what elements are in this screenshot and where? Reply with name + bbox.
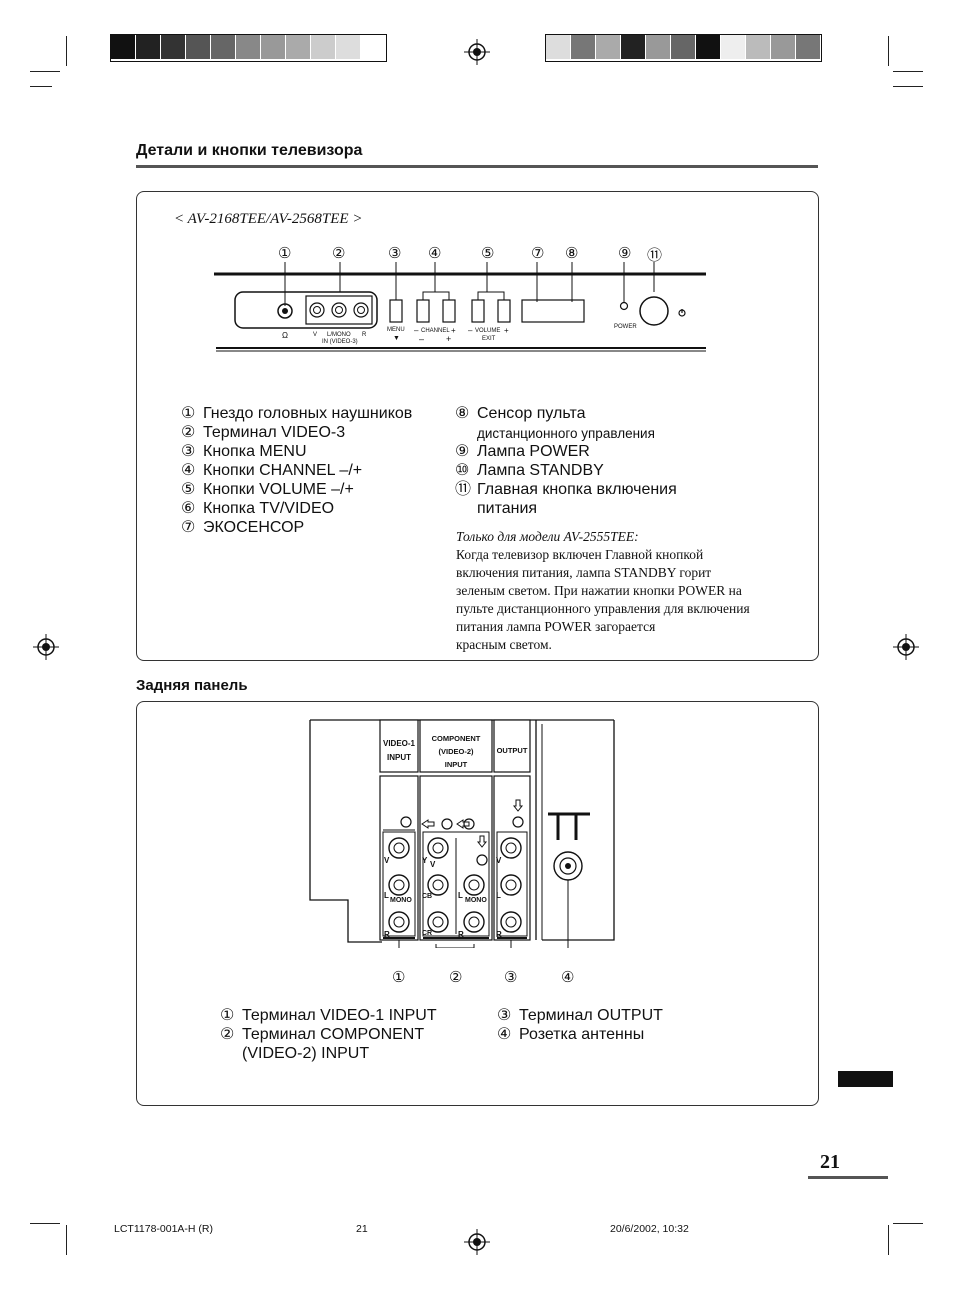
volume-label: VOLUME [475, 328, 501, 334]
video1-v-label: V [384, 856, 390, 865]
component-y-label: Y [422, 856, 428, 865]
output-r-label: R [496, 930, 502, 939]
page-number-underline [808, 1176, 888, 1179]
note-line: Когда телевизор включен Главной кнопкой [456, 547, 704, 562]
component-cr-label: CR [422, 930, 433, 937]
note-line: зеленым светом. При нажатии кнопки POWER… [456, 583, 742, 598]
rear-callout: ② [449, 969, 463, 986]
channel-plus-label-2: + [446, 334, 452, 344]
front-callout: ⑪ [647, 247, 663, 264]
headphone-label: Ω [282, 331, 288, 340]
channel-plus-label: + [451, 326, 456, 335]
component-mono-label: MONO [465, 897, 487, 904]
menu-down-label: ▼ [393, 335, 400, 342]
rear-panel-box [136, 701, 819, 1106]
video1-header-label: VIDEO-1 INPUT [382, 739, 415, 762]
model-label: < AV-2168TEE/AV-2568TEE > [174, 211, 363, 227]
channel-label: CHANNEL [421, 328, 450, 334]
front-callout: ⑧ [565, 245, 579, 262]
r-label: R [362, 332, 367, 338]
rear-panel-diagram [309, 719, 615, 948]
output-v-label: V [496, 856, 502, 865]
front-callout: ② [332, 245, 346, 262]
component-l-label: L [458, 891, 463, 900]
note-line: питания лампа POWER загорается [456, 619, 656, 634]
rear-callout: ④ [561, 969, 575, 986]
lmono-label: L/MONO [327, 332, 351, 338]
grayscale-bar-right [545, 34, 822, 62]
front-callout: ⑦ [531, 245, 545, 262]
note-line: красным светом. [456, 637, 552, 652]
list-item-continuation: дистанционного управления [477, 426, 655, 441]
component-cb-label: CB [422, 893, 433, 900]
registration-mark-left-icon [33, 634, 59, 660]
registration-mark-top-icon [464, 39, 490, 65]
front-callout: ⑨ [618, 245, 632, 262]
channel-minus-label: – [414, 326, 419, 335]
channel-minus-label-2: – [419, 334, 425, 344]
rear-callout: ① [392, 969, 406, 986]
grayscale-bar-left [110, 34, 387, 62]
footer-doc-code: LCT1178-001A-H (R) [114, 1223, 214, 1235]
component-r-label: R [458, 930, 464, 939]
page-number: 21 [820, 1151, 840, 1173]
power-label: POWER [614, 324, 637, 330]
video1-r-label: R [384, 930, 390, 939]
v-label: V [313, 332, 318, 338]
component-header-label: COMPONENT (VIDEO-2) INPUT [431, 734, 481, 769]
menu-label: MENU [387, 327, 405, 333]
in-video3-label: IN (VIDEO-3) [322, 339, 358, 345]
video1-l-label: L [384, 891, 389, 900]
list-item-continuation: (VIDEO-2) INPUT [242, 1045, 370, 1062]
volume-minus-label: – [468, 326, 473, 335]
exit-label: EXIT [482, 336, 496, 342]
video1-mono-label: MONO [390, 897, 412, 904]
output-l-label: L [496, 891, 501, 900]
front-callout: ④ [428, 245, 442, 262]
list-item-continuation: питания [477, 500, 538, 517]
rear-panel-title: Задняя панель [136, 677, 248, 694]
note-line: пульте дистанционного управления для вкл… [456, 601, 750, 616]
volume-plus-label: + [504, 326, 509, 335]
footer-page: 21 [356, 1223, 368, 1235]
side-tab-marker [838, 1071, 893, 1087]
front-callout: ⑤ [481, 245, 495, 262]
registration-mark-right-icon [893, 634, 919, 660]
rear-callout: ③ [504, 969, 518, 986]
model-note: Только для модели AV-2555TEE: Когда теле… [456, 528, 821, 654]
title-underline [136, 165, 818, 168]
front-panel-diagram [214, 262, 706, 352]
note-line: включения питания, лампа STANDBY горит [456, 565, 712, 580]
component-v-label: V [430, 860, 436, 869]
output-header-label: OUTPUT [496, 746, 528, 755]
footer-timestamp: 20/6/2002, 10:32 [610, 1223, 689, 1235]
front-panel-box [136, 191, 819, 661]
front-callout: ③ [388, 245, 402, 262]
note-title: Только для модели AV-2555TEE: [456, 529, 639, 544]
page-title: Детали и кнопки телевизора [136, 142, 363, 159]
front-callout: ① [278, 245, 292, 262]
registration-mark-bottom-icon [464, 1229, 490, 1255]
